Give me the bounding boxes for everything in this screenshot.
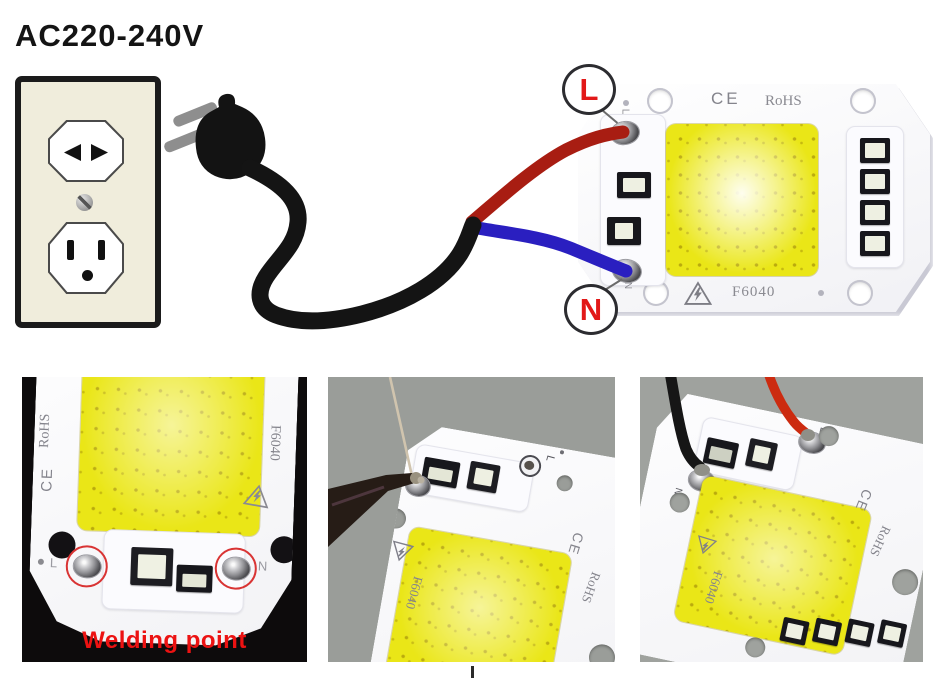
smd-component bbox=[130, 547, 173, 586]
live-letter: L bbox=[579, 71, 599, 107]
plug-prong bbox=[173, 102, 218, 127]
ce-mark: CE bbox=[711, 89, 741, 108]
n-solder-pad bbox=[222, 557, 250, 580]
l-pad-mark: L bbox=[49, 555, 58, 571]
high-voltage-warning-icon bbox=[388, 539, 414, 564]
solder-blob bbox=[417, 476, 425, 484]
smd-component bbox=[607, 217, 641, 245]
l-pad-mark: L bbox=[619, 108, 631, 115]
photo3-led-module: N L F6040 CE RoHS bbox=[640, 389, 923, 662]
driver-chip bbox=[860, 169, 890, 194]
outlet-socket-bottom bbox=[48, 222, 124, 294]
voltage-title: AC220-240V bbox=[15, 18, 205, 53]
driver-chip bbox=[860, 200, 890, 225]
outlet-prong-slot-right bbox=[98, 240, 105, 260]
photo2-led-module: L F6040 CE RoHS bbox=[364, 422, 615, 662]
neutral-letter: N bbox=[579, 291, 603, 327]
n-pad-mark: N bbox=[622, 281, 634, 290]
outlet-slot-right-icon bbox=[91, 144, 108, 161]
via-dot bbox=[623, 100, 629, 106]
photo-soldering: L F6040 CE RoHS bbox=[328, 377, 615, 662]
smd-component bbox=[617, 172, 651, 198]
mounting-hole bbox=[850, 88, 876, 114]
bottom-tick-mark bbox=[471, 666, 474, 678]
rohs-mark: RoHS bbox=[37, 413, 54, 449]
high-voltage-warning-icon bbox=[693, 534, 717, 557]
attached-wires bbox=[665, 377, 815, 476]
outlet-socket-top bbox=[48, 120, 124, 182]
outlet-socket-top-face bbox=[50, 122, 122, 180]
neutral-terminal-label: N bbox=[564, 284, 618, 335]
outlet-screw bbox=[76, 194, 93, 211]
red-wire bbox=[764, 377, 811, 438]
solder-wire bbox=[388, 377, 414, 477]
outlet-slot-left-icon bbox=[64, 144, 81, 161]
rohs-mark: RoHS bbox=[765, 93, 802, 109]
mounting-hole bbox=[647, 88, 673, 114]
plug-body bbox=[195, 93, 266, 180]
photo1-led-module: RoHS CE F6040 L N bbox=[27, 377, 300, 662]
outlet-prong-slot-left bbox=[67, 240, 74, 260]
plug-prong bbox=[164, 128, 207, 153]
l-solder-pad bbox=[73, 555, 101, 578]
outlet-socket-bottom-face bbox=[50, 224, 122, 292]
via-dot bbox=[818, 290, 824, 296]
soldering-iron-shaft bbox=[328, 473, 418, 547]
n-pad-mark: N bbox=[257, 558, 268, 574]
high-voltage-warning-icon bbox=[684, 281, 712, 305]
high-voltage-warning-icon bbox=[243, 482, 273, 509]
photo-welding-points: RoHS CE F6040 L N Welding point bbox=[22, 377, 307, 662]
solder-joint bbox=[694, 464, 710, 476]
ce-mark: CE bbox=[38, 466, 57, 493]
smd-component bbox=[176, 565, 213, 593]
power-cable bbox=[241, 159, 482, 330]
driver-chip bbox=[860, 231, 890, 256]
n-welding-point bbox=[214, 547, 257, 590]
soldering-iron bbox=[328, 377, 425, 547]
photo-wires-attached: N L F6040 CE RoHS bbox=[640, 377, 923, 662]
outlet-ground-hole bbox=[82, 270, 93, 281]
live-terminal-label: L bbox=[562, 64, 616, 115]
solder-joint bbox=[801, 429, 815, 441]
black-wire bbox=[665, 377, 706, 473]
mounting-hole bbox=[270, 536, 298, 564]
model-number: F6040 bbox=[266, 424, 283, 462]
cob-led-emitter bbox=[666, 124, 818, 276]
driver-chip bbox=[860, 138, 890, 163]
led-module: CE RoHS F6040 L N bbox=[578, 84, 930, 312]
cob-led-emitter bbox=[77, 377, 266, 536]
welding-point-caption: Welding point bbox=[82, 627, 247, 654]
mounting-hole bbox=[847, 280, 873, 306]
via-dot bbox=[38, 559, 44, 565]
model-number: F6040 bbox=[732, 284, 776, 300]
wall-outlet bbox=[15, 76, 161, 328]
